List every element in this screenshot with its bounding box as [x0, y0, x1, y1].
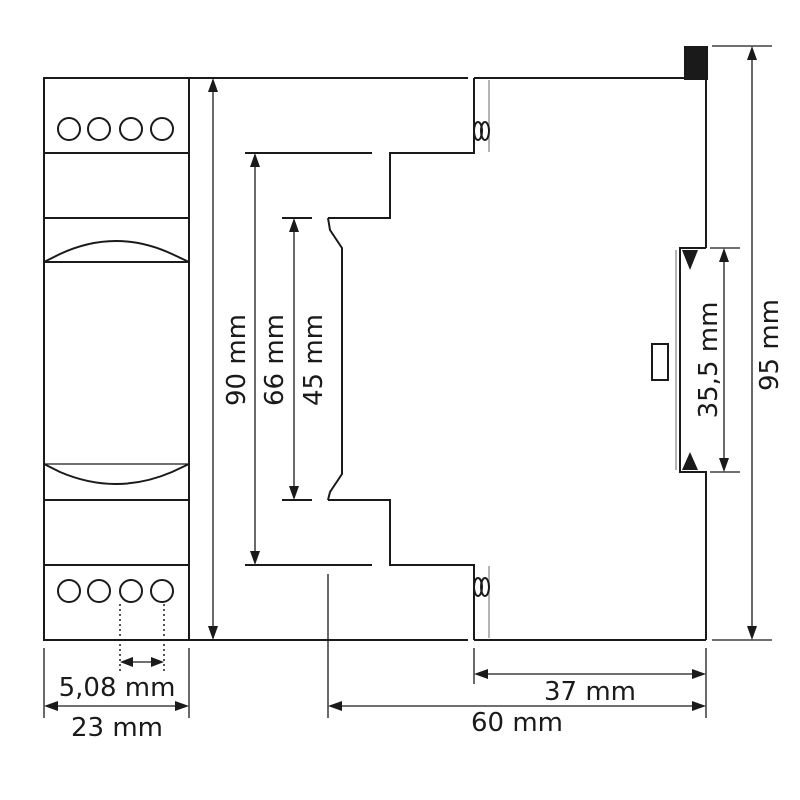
- clip-slot: [651, 343, 669, 381]
- bottom-terminals: [57, 579, 174, 603]
- side-view: [189, 46, 708, 641]
- dim-terminal-pitch-label: 5,08 mm: [59, 673, 176, 703]
- dim-width-label: 23 mm: [71, 713, 163, 743]
- front-view: [43, 77, 190, 641]
- dim-rail-height-label: 45 mm: [299, 314, 329, 406]
- dim-depth-total-label: 60 mm: [471, 708, 563, 738]
- back-plate-top: [684, 46, 708, 80]
- top-terminals: [57, 117, 174, 141]
- dim-depth-rail-label: 37 mm: [544, 677, 636, 707]
- top-screw: [473, 121, 490, 141]
- dim-clip-height-label: 35,5 mm: [694, 302, 724, 419]
- dim-total-height-label: 95 mm: [755, 299, 785, 391]
- front-window-bottom: [43, 463, 190, 485]
- bottom-screw: [473, 577, 490, 597]
- din-rail-profile: [327, 217, 343, 501]
- dimension-lines: [43, 45, 772, 718]
- front-window-top: [43, 240, 190, 263]
- din-clip: [679, 247, 707, 640]
- dim-front-height-label: 90 mm: [222, 314, 252, 406]
- dim-body-height-label: 66 mm: [260, 314, 290, 406]
